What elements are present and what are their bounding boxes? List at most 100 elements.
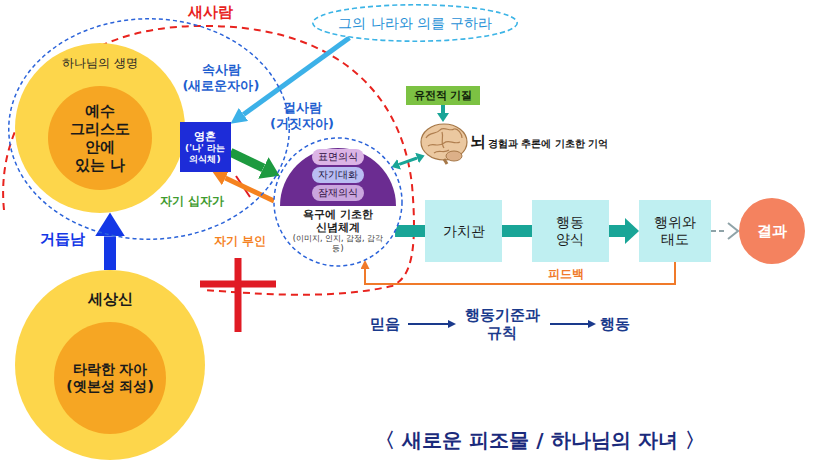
- ellipse-outline: [15, 43, 185, 213]
- text-holder: 세상신: [15, 290, 205, 308]
- text-holder: (이미지, 인지, 감정, 감각 등): [292, 234, 384, 253]
- ellipse-outline: [739, 198, 805, 264]
- node-text: 경험과 추론에 기초한 기억: [488, 138, 608, 150]
- label-holder: 믿음: [370, 315, 400, 333]
- consciousness-pill: 자기대화: [312, 167, 364, 183]
- connector: [609, 225, 625, 237]
- ellipse-outline: [48, 86, 152, 190]
- call-ellipse: 그의 나라와 의를 구하라: [312, 4, 518, 42]
- text-holder: 잠재의식: [318, 187, 358, 199]
- brain-stem: [444, 159, 447, 164]
- connector: [231, 152, 264, 168]
- text-holder: 하나님의 생명: [15, 56, 185, 70]
- inner-self-region: 속사람 (새로운자아)하나님의 생명예수 그리스도 안에 있는 나영혼('나' …: [8, 18, 290, 240]
- node-text: 겉사람 (거짓자아): [268, 100, 336, 131]
- sequence-arrow: [550, 323, 588, 325]
- text-holder: 겉사람 (거짓자아): [268, 100, 336, 131]
- text-holder: 행위와 태도: [650, 214, 700, 248]
- caption-holder: 〈 새로운 피조물 / 하나님의 자녀 〉: [330, 428, 750, 452]
- label-holder: 자기 십자가: [160, 194, 224, 208]
- fallen-self-circle: 타락한 자아 (옛본성 죄성): [54, 322, 166, 434]
- cross-symbol: [235, 258, 242, 332]
- free-label: 믿음: [370, 315, 400, 333]
- free-label: 새사람: [188, 3, 233, 21]
- brain-fold: [428, 142, 460, 146]
- node-text: 행위와 태도: [650, 214, 700, 248]
- ellipse-outline: [9, 19, 290, 240]
- label-holder: 자기 부인: [214, 234, 266, 248]
- edge-label: 자기 부인: [214, 234, 266, 248]
- node-text: 영혼: [194, 130, 216, 143]
- node-text: 결과: [757, 222, 787, 240]
- flow-box: 가치관: [425, 200, 502, 262]
- node-text: 속사람 (새로운자아): [182, 62, 260, 93]
- brain-fold: [434, 150, 449, 153]
- node-text: 타락한 자아 (옛본성 죄성): [65, 361, 155, 395]
- shape-outline: [420, 122, 468, 164]
- ellipse-outline: [313, 5, 517, 41]
- node-text: 그의 나라와 의를 구하라: [338, 15, 491, 32]
- connector: [399, 158, 417, 164]
- world-god-circle: 세상신타락한 자아 (옛본성 죄성): [15, 270, 205, 460]
- node-text: 욕구에 기초한 신념체계: [292, 208, 384, 234]
- result-circle: 결과: [739, 198, 805, 264]
- temperament-box: 유전적 기질: [406, 86, 480, 105]
- text-holder: 경험과 추론에 기초한 기억: [488, 138, 608, 150]
- node-text: 행동 양식: [552, 214, 588, 248]
- connector: [395, 225, 425, 237]
- circle-outline: [274, 138, 402, 266]
- flow-box: 행위와 태도: [639, 200, 711, 262]
- consciousness-pill: 잠재의식: [312, 185, 364, 201]
- connector: [711, 230, 727, 232]
- text-holder: 자기대화: [318, 169, 358, 181]
- node-text: ('나' 라는 의식체): [183, 143, 228, 165]
- flow-box: 행동 양식: [532, 200, 609, 262]
- text-holder: 뇌: [470, 132, 486, 151]
- text-holder: 속사람 (새로운자아): [182, 62, 260, 93]
- node-text: 예수 그리스도 안에 있는 나: [69, 102, 132, 174]
- brain-body: [421, 124, 467, 160]
- edge-label: 피드백: [548, 267, 584, 281]
- node-text: 표면의식: [318, 151, 358, 163]
- consciousness-dome: [280, 148, 396, 206]
- node-text: (이미지, 인지, 감정, 감각 등): [292, 234, 384, 253]
- cross-symbol: [200, 281, 276, 288]
- edge-label: 거듭남: [40, 230, 85, 248]
- connector: [365, 262, 675, 284]
- free-label: 행동: [600, 315, 630, 333]
- label-holder: 행동: [600, 315, 630, 333]
- new-person-boundary: [3, 26, 414, 295]
- soul-box: 영혼('나' 라는 의식체): [180, 122, 231, 172]
- node-text: 잠재의식: [318, 187, 358, 199]
- ellipse-outline: [54, 322, 166, 434]
- connector: [104, 236, 116, 270]
- label-holder: 피드백: [548, 267, 584, 281]
- life-circle: 하나님의 생명예수 그리스도 안에 있는 나: [15, 43, 185, 213]
- brain-fold: [426, 129, 462, 138]
- sequence-arrow: [408, 323, 448, 325]
- connector: [502, 225, 532, 237]
- text-holder: 결과: [757, 222, 787, 240]
- consciousness-pill: 표면의식: [312, 149, 364, 165]
- ellipse-outline: [15, 270, 205, 460]
- text-holder: 행동 양식: [552, 214, 588, 248]
- brain-cerebellum: [446, 151, 462, 161]
- text-holder: 타락한 자아 (옛본성 죄성): [65, 361, 155, 395]
- node-text: 하나님의 생명: [62, 56, 138, 70]
- node-text: 유전적 기질: [414, 89, 473, 102]
- node-text: 자기대화: [318, 169, 358, 181]
- brain-illustration: 뇌경험과 추론에 기초한 기억: [420, 122, 468, 164]
- caption: 〈 새로운 피조물 / 하나님의 자녀 〉: [375, 428, 704, 452]
- text-holder: 영혼: [194, 130, 216, 143]
- outer-self-circle: 겉사람 (거짓자아) 욕구에 기초한 신념체계(이미지, 인지, 감정, 감각 등…: [262, 100, 407, 268]
- connector: [441, 105, 445, 113]
- brain-fold: [442, 132, 444, 148]
- label-holder: 행동기준과 규칙: [460, 306, 544, 342]
- self-in-christ-circle: 예수 그리스도 안에 있는 나: [48, 86, 152, 190]
- text-holder: 표면의식: [318, 151, 358, 163]
- text-holder: ('나' 라는 의식체): [183, 143, 228, 165]
- text-holder: 욕구에 기초한 신념체계: [292, 208, 384, 234]
- label-holder: 거듭남: [40, 230, 85, 248]
- free-label: 자기 십자가: [160, 194, 224, 208]
